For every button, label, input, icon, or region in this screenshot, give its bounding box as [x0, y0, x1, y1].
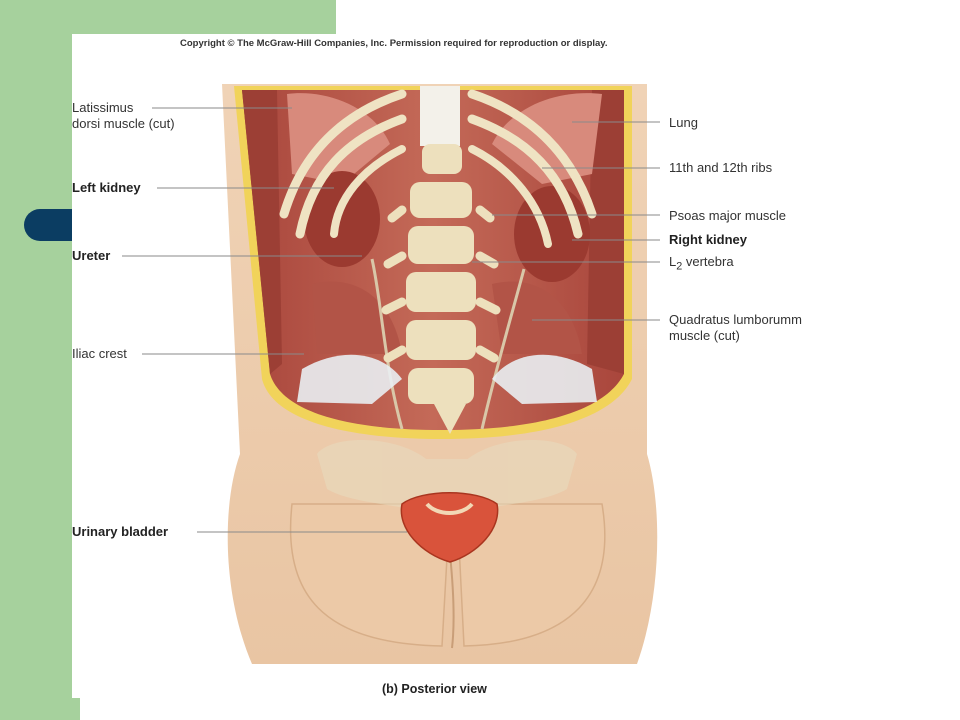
slide-bullet-marker — [24, 209, 80, 241]
label-ribs: 11th and 12th ribs — [669, 160, 773, 175]
label-latissimus: Latissimus dorsi muscle (cut) — [72, 100, 175, 132]
label-latissimus-line1: Latissimus — [72, 100, 134, 115]
label-quadratus: Quadratus lumborumm muscle (cut) — [669, 312, 802, 344]
vertebral-column — [381, 86, 501, 434]
label-l2-suffix: vertebra — [682, 254, 734, 269]
label-quadratus-line1: Quadratus lumborumm — [669, 312, 802, 327]
label-latissimus-line2: dorsi muscle (cut) — [72, 116, 175, 131]
label-left-kidney: Left kidney — [72, 180, 141, 195]
label-psoas: Psoas major muscle — [669, 208, 787, 223]
anatomy-figure: Copyright © The McGraw-Hill Companies, I… — [72, 34, 960, 698]
label-quadratus-line2: muscle (cut) — [669, 328, 740, 343]
label-ureter: Ureter — [72, 248, 111, 263]
label-l2-prefix: L — [669, 254, 677, 269]
figure-caption: (b) Posterior view — [382, 682, 487, 696]
leader-lines — [122, 107, 660, 533]
label-right-kidney: Right kidney — [669, 232, 748, 247]
label-l2-vertebra: L2 vertebra — [669, 254, 734, 275]
copyright-notice: Copyright © The McGraw-Hill Companies, I… — [180, 38, 608, 49]
slide-top-band — [0, 0, 336, 34]
slide-left-band — [0, 0, 80, 720]
label-l2-sub: 2 — [676, 260, 683, 273]
label-lung: Lung — [669, 115, 698, 130]
pelvis-bone — [317, 440, 577, 514]
label-iliac-crest: Iliac crest — [72, 346, 127, 361]
kidney-posterior-illustration — [122, 84, 660, 664]
urinary-bladder-shape — [400, 492, 499, 563]
label-urinary-bladder: Urinary bladder — [72, 524, 169, 539]
